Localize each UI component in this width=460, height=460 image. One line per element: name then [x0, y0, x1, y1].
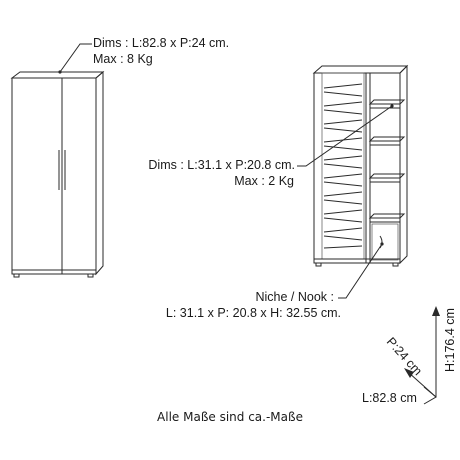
approx-measurements-caption: Alle Maße sind ca.-Maße — [157, 410, 303, 424]
shelf-dims-label: Dims : L:31.1 x P:20.8 cm. — [148, 158, 295, 172]
length-label: L:82.8 cm — [362, 391, 417, 405]
shoe-rails — [323, 83, 363, 249]
height-label: H:176.4 cm — [443, 308, 457, 372]
open-cabinet-drawing — [297, 64, 409, 299]
closed-cabinet-drawing — [10, 43, 105, 278]
closed-dims-label: Dims : L:82.8 x P:24 cm. — [93, 36, 229, 50]
niche-dims-label: L: 31.1 x P: 20.8 x H: 32.55 cm. — [166, 306, 341, 320]
shelf-max-label: Max : 2 Kg — [234, 174, 294, 188]
right-shelves — [368, 99, 406, 223]
dimension-axes — [404, 306, 440, 405]
niche-title-label: Niche / Nook : — [255, 290, 334, 304]
closed-max-label: Max : 8 Kg — [93, 52, 153, 66]
depth-label: P:24 cm — [384, 335, 425, 378]
